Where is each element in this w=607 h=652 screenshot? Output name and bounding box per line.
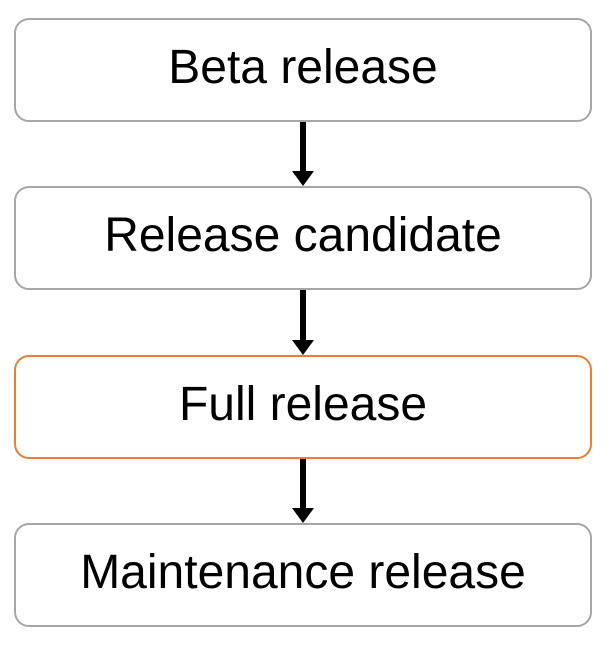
flow-arrow-full-to-maintenance [14, 458, 592, 523]
flow-arrow-beta-to-candidate [14, 122, 592, 187]
arrow-down-icon [292, 507, 314, 523]
flow-node-beta-release: Beta release [14, 18, 592, 122]
flow-node-release-candidate: Release candidate [14, 186, 592, 291]
flow-arrow-candidate-to-full [14, 290, 592, 355]
flow-node-full-release: Full release [14, 354, 592, 459]
node-label-release-candidate: Release candidate [104, 209, 502, 263]
arrow-shaft [300, 458, 306, 508]
arrow-down-icon [292, 171, 314, 187]
arrow-down-icon [292, 339, 314, 355]
node-label-beta-release: Beta release [168, 41, 438, 94]
node-label-full-release: Full release [178, 377, 428, 431]
flow-node-maintenance-release: Maintenance release [14, 522, 592, 627]
node-label-maintenance-release: Maintenance release [80, 545, 526, 599]
arrow-shaft [300, 290, 306, 340]
arrow-shaft [300, 122, 306, 172]
